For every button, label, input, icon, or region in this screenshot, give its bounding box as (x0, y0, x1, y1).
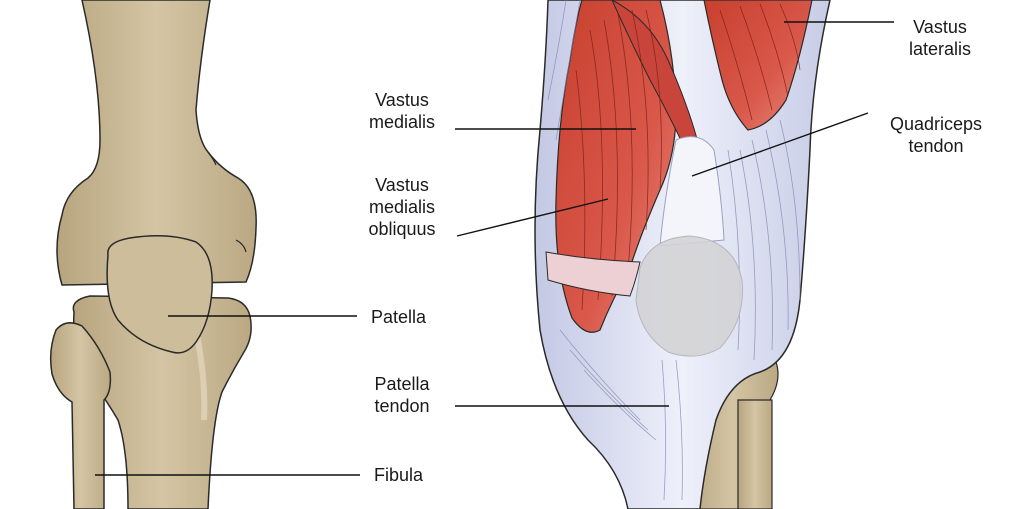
fibula (49, 322, 112, 509)
label-quadriceps-tendon: Quadriceps tendon (876, 113, 996, 157)
label-vastus-lateralis-line1: Vastus (913, 17, 967, 37)
patella (106, 235, 213, 354)
label-fibula-line1: Fibula (374, 465, 424, 485)
leader-vastus-medialis-obliquus (456, 198, 609, 237)
leader-quadriceps-tendon (691, 112, 869, 177)
label-patella-tendon-line1: Patella (374, 374, 430, 394)
label-vastus-lateralis-line2: lateralis (908, 39, 972, 59)
label-vmo-line1: Vastus (375, 175, 429, 195)
label-patella: Patella (371, 306, 426, 328)
label-vastus-lateralis: Vastus lateralis (895, 16, 985, 60)
label-vastus-medialis-line2: medialis (368, 112, 436, 132)
label-vmo-line2: medialis (368, 197, 436, 217)
label-fibula: Fibula (374, 464, 423, 486)
patella-overlay (635, 235, 744, 357)
label-patella-tendon: Patella tendon (360, 373, 444, 417)
quadriceps-tendon (659, 136, 725, 247)
label-patella-tendon-line2: tendon (374, 396, 430, 416)
label-vastus-medialis: Vastus medialis (360, 89, 444, 133)
label-vastus-medialis-line1: Vastus (375, 90, 429, 110)
femur (56, 0, 257, 286)
label-patella-line1: Patella (371, 307, 427, 327)
label-quadriceps-tendon-line1: Quadriceps (889, 114, 983, 134)
label-vastus-medialis-obliquus: Vastus medialis obliquus (358, 174, 446, 240)
label-quadriceps-tendon-line2: tendon (908, 136, 964, 156)
label-vmo-line3: obliquus (368, 219, 436, 239)
vastus-lateralis-muscle (703, 0, 813, 131)
